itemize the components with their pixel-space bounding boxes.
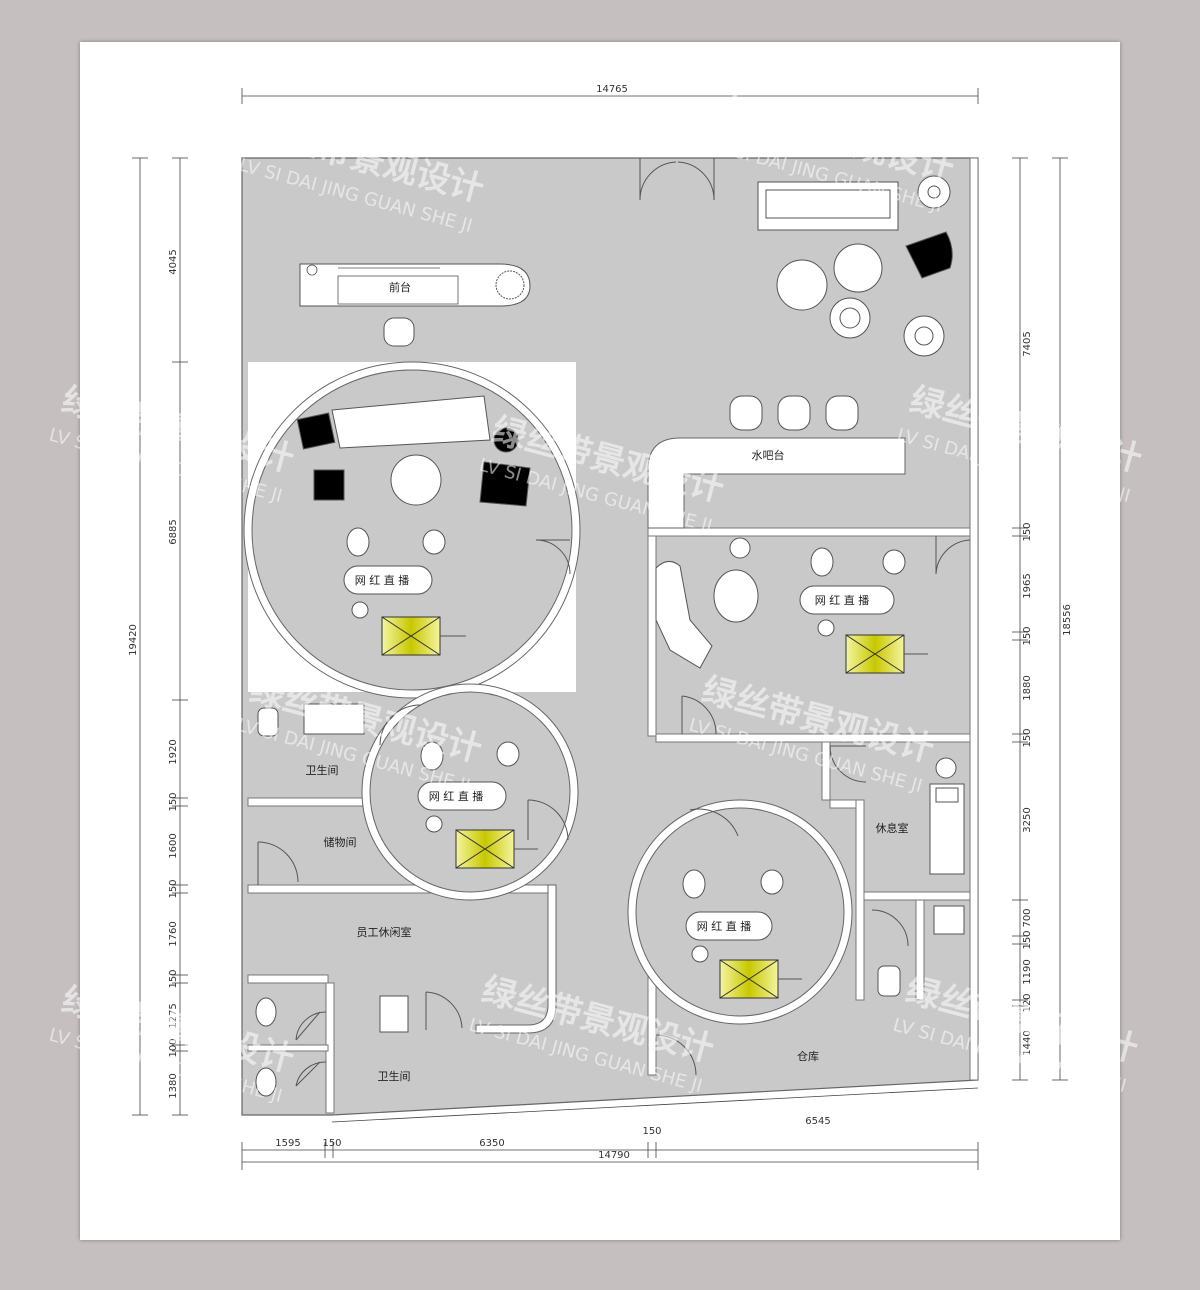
label-live-2: 网 红 直 播 [815,593,870,607]
water-bar-counter [647,437,906,529]
dim-bottom-5: 6545 [805,1116,830,1127]
live-desk-4 [685,911,773,941]
live-desk-1 [343,565,433,595]
dim-bottom-3: 6350 [479,1138,504,1149]
bar-stools [729,395,859,431]
label-live-4: 网 红 直 播 [697,919,752,933]
label-water-bar: 水吧台 [752,448,785,462]
light-softbox-3 [455,829,538,869]
dim-left-6: 150 [168,879,179,898]
curved-partition [475,884,557,1034]
dim-left-10: 100 [168,1038,179,1057]
dim-right-11: 120 [1022,993,1033,1012]
dim-right-6: 150 [1022,728,1033,747]
dim-left-4: 150 [168,792,179,811]
doors [257,158,971,1087]
label-live-3: 网 红 直 播 [429,789,484,803]
label-live-1: 网 红 直 播 [355,573,410,587]
dim-left-11: 1380 [168,1073,179,1098]
dim-right-8: 700 [1022,908,1033,927]
dim-bottom-4: 150 [642,1126,661,1137]
dim-left-5: 1600 [168,833,179,858]
dimension-lines [132,88,1068,1170]
dim-right-total: 18556 [1062,604,1073,636]
light-softbox-2 [845,634,928,674]
toilet-fixtures [255,703,965,1097]
dim-left-total: 19420 [128,624,139,656]
circle-1-furniture [296,395,531,507]
rest-room-bed [929,757,965,875]
label-toilet-2: 卫生间 [378,1069,411,1083]
label-storage: 储物间 [324,835,357,849]
dim-bottom-total: 14790 [598,1150,630,1161]
lounge-furniture [757,175,953,357]
dim-left-1: 4045 [168,249,179,274]
live-desk-2 [799,585,895,615]
right-room-sofa [655,537,759,669]
dim-right-10: 1190 [1022,959,1033,984]
label-reception: 前台 [389,280,411,294]
dim-left-2: 6885 [168,519,179,544]
dim-right-7: 3250 [1022,807,1033,832]
dimension-labels: 14765 1595 150 6350 150 6545 14790 19420… [128,84,1073,1161]
label-toilet-1: 卫生间 [306,763,339,777]
dim-right-12: 1440 [1022,1030,1033,1055]
room-labels: 前台 水吧台 网 红 直 播 网 红 直 播 网 红 直 播 网 红 直 播 卫… [306,280,909,1083]
dim-left-8: 150 [168,969,179,988]
dim-left-7: 1760 [168,921,179,946]
reception-desk [299,263,531,347]
dim-bottom-2: 150 [322,1138,341,1149]
dim-left-9: 1275 [168,1003,179,1028]
dim-right-1: 7405 [1022,331,1033,356]
dim-right-9: 150 [1022,930,1033,949]
dim-right-2: 150 [1022,522,1033,541]
label-warehouse: 仓库 [797,1049,819,1063]
dim-right-3: 1965 [1022,573,1033,598]
dim-right-5: 1880 [1022,675,1033,700]
dim-top: 14765 [596,84,628,95]
dim-right-4: 150 [1022,626,1033,645]
label-rest-room: 休息室 [876,821,909,835]
light-softbox-1 [381,616,466,656]
dim-left-3: 1920 [168,739,179,764]
label-staff-lounge: 员工休闲室 [357,925,412,939]
light-softbox-4 [719,959,802,999]
studio-chairs [346,527,906,963]
live-desk-3 [417,781,507,811]
dim-bottom-1: 1595 [275,1138,300,1149]
